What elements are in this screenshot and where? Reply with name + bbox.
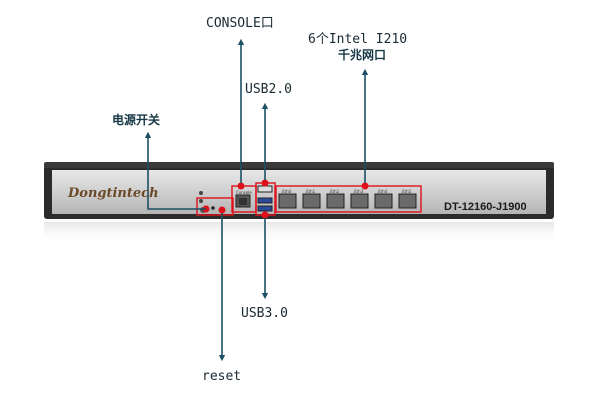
ethernet-ports bbox=[278, 193, 417, 209]
eth-port-label: Eth3 bbox=[354, 189, 364, 194]
usb3-port-2 bbox=[257, 205, 273, 212]
eth-port bbox=[278, 193, 297, 209]
callout-dot-usb3 bbox=[261, 211, 269, 219]
label-intel-line1: 6个Intel I210 bbox=[308, 32, 408, 47]
eth-port-label: Eth1 bbox=[306, 189, 316, 194]
callout-dot-console bbox=[237, 182, 245, 190]
eth-port-label: Eth5 bbox=[402, 189, 412, 194]
eth-port-label: Eth4 bbox=[378, 189, 388, 194]
brand-logo: Dongtintech bbox=[68, 186, 159, 201]
eth-port bbox=[302, 193, 321, 209]
label-intel-line2: 千兆网口 bbox=[338, 48, 387, 62]
eth-port-label: Eth2 bbox=[330, 189, 340, 194]
leader-power bbox=[144, 131, 206, 210]
label-power-switch: 电源开关 bbox=[112, 113, 161, 127]
eth-port bbox=[326, 193, 345, 209]
chassis-reflection bbox=[44, 222, 554, 244]
console-port-label: Console bbox=[236, 190, 252, 195]
eth-port bbox=[350, 193, 369, 209]
callout-dot-reset bbox=[218, 206, 226, 214]
eth-port bbox=[398, 193, 417, 209]
label-reset: reset bbox=[202, 369, 242, 384]
label-console: CONSOLE口 bbox=[206, 16, 274, 31]
callout-power-box bbox=[196, 197, 234, 216]
front-panel bbox=[52, 170, 546, 214]
callout-eth-box bbox=[275, 185, 422, 213]
eth-port-label: Eth0 bbox=[282, 189, 292, 194]
chassis-top-edge bbox=[44, 162, 554, 168]
led-pwr bbox=[199, 191, 203, 195]
reset-hole bbox=[211, 206, 215, 210]
usb2-port bbox=[257, 185, 273, 193]
eth-port bbox=[374, 193, 393, 209]
label-usb2: USB2.0 bbox=[245, 82, 292, 97]
label-usb3: USB3.0 bbox=[241, 306, 288, 321]
led-hdd bbox=[199, 199, 203, 203]
model-number: DT-12160-J1900 bbox=[444, 201, 527, 213]
callout-dot-usb2 bbox=[261, 179, 269, 187]
callout-dot-eth bbox=[361, 182, 369, 190]
usb3-port-1 bbox=[257, 197, 273, 204]
